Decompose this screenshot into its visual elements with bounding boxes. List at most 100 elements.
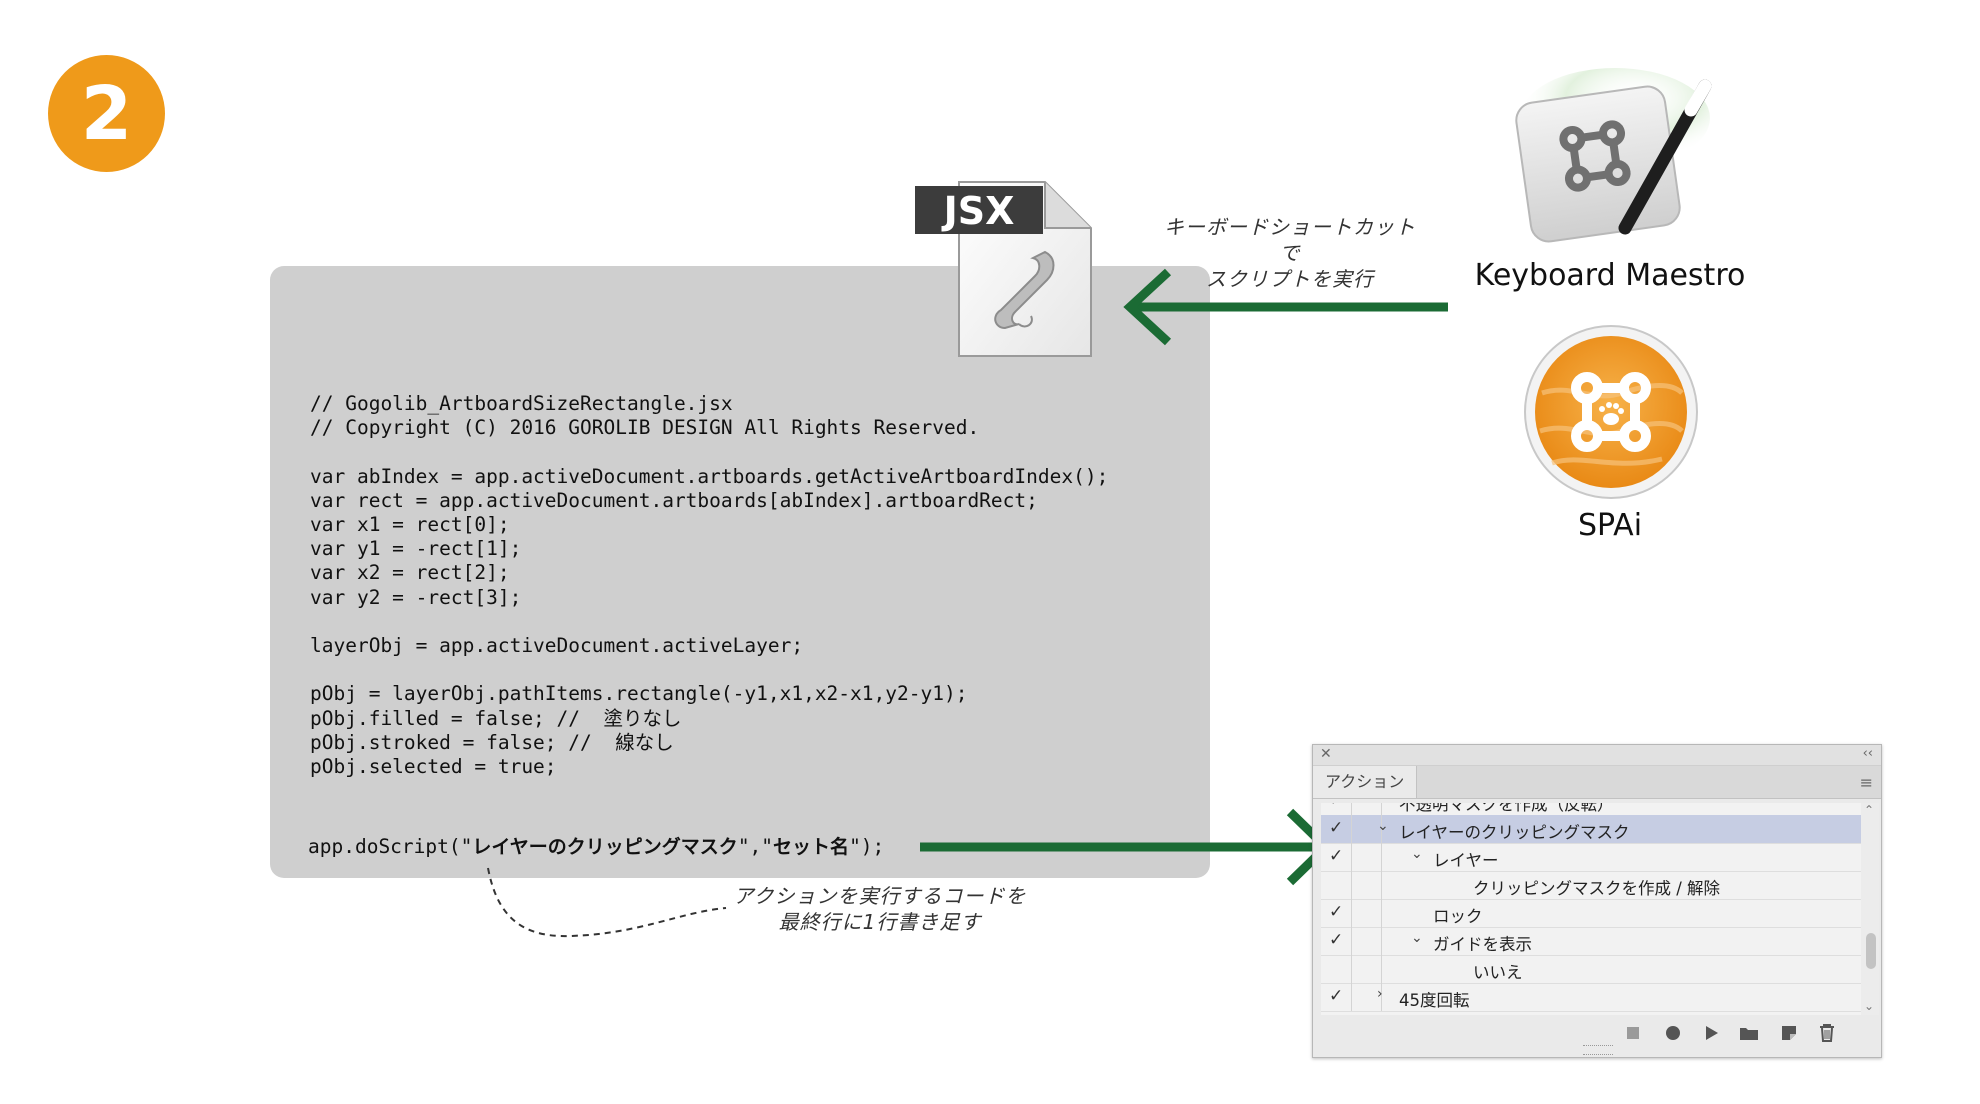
doscript-suffix: "); xyxy=(849,835,885,858)
column-divider xyxy=(1381,871,1382,899)
note-keyboard-shortcut: キーボードショートカットで スクリプトを実行 xyxy=(1160,214,1420,292)
column-divider xyxy=(1381,843,1382,871)
actions-scrollbar[interactable]: ⌃ ⌄ xyxy=(1861,803,1879,1015)
chevron-right-icon[interactable]: › xyxy=(1377,986,1383,1002)
stop-icon[interactable] xyxy=(1623,1023,1643,1043)
chevron-down-icon[interactable]: ⌄ xyxy=(1411,846,1423,862)
play-icon[interactable] xyxy=(1701,1023,1721,1043)
code-line xyxy=(310,610,1108,634)
scroll-up-icon[interactable]: ⌃ xyxy=(1864,803,1875,817)
spai-label: SPAi xyxy=(1577,508,1643,543)
command-magic-wand-icon xyxy=(1515,68,1712,243)
toggle-check-icon[interactable]: ✓ xyxy=(1329,986,1344,1006)
code-line: // Copyright (C) 2016 GOROLIB DESIGN All… xyxy=(310,416,980,440)
action-row-label: 45度回転 xyxy=(1399,991,1470,1010)
keyboard-maestro-label: Keyboard Maestro xyxy=(1474,258,1746,293)
note-keyboard-line-1: キーボードショートカットで xyxy=(1164,215,1416,265)
dashed-callout-line xyxy=(487,867,727,938)
column-divider xyxy=(1351,955,1352,983)
code-line: pObj = layerObj.pathItems.rectangle(-y1,… xyxy=(310,682,968,706)
note-action-line-1: アクションを実行するコードを xyxy=(733,884,1027,908)
code-line: layerObj = app.activeDocument.activeLaye… xyxy=(310,634,804,658)
code-line: var x2 = rect[2]; xyxy=(310,561,510,585)
code-line: var y1 = -rect[1]; xyxy=(310,537,522,561)
note-action-line-2: 最終行に1行書き足す xyxy=(778,910,982,934)
toggle-check-icon[interactable]: ✓ xyxy=(1329,930,1344,950)
action-row[interactable]: ✓ ⌄ レイヤー xyxy=(1321,843,1861,872)
action-row[interactable]: ✓ › 45度回転 xyxy=(1321,983,1861,1012)
column-divider xyxy=(1351,815,1352,843)
new-action-icon[interactable] xyxy=(1779,1023,1799,1043)
jsx-icon-label: JSX xyxy=(941,189,1015,233)
actions-list: ✓ › 不透明マスクを作成（反転） ✓ ⌄ レイヤーのクリッピングマスク ✓ ⌄ レイヤークリッ… xyxy=(1321,803,1861,1015)
column-divider xyxy=(1351,843,1352,871)
column-divider xyxy=(1351,803,1352,815)
record-icon[interactable] xyxy=(1663,1023,1683,1043)
action-row[interactable]: クリッピングマスクを作成 / 解除 xyxy=(1321,871,1861,900)
new-set-folder-icon[interactable] xyxy=(1739,1023,1759,1043)
doscript-separator: "," xyxy=(737,835,774,858)
code-line: // Gogolib_ArtboardSizeRectangle.jsx xyxy=(310,392,733,415)
step-number-badge: 2 xyxy=(48,55,165,172)
code-line xyxy=(310,658,1108,682)
column-divider xyxy=(1381,899,1382,927)
action-row-label: レイヤー xyxy=(1433,851,1499,870)
action-row[interactable]: ✓ ⌄ ガイドを表示 xyxy=(1321,927,1861,956)
toggle-check-icon[interactable]: ✓ xyxy=(1329,818,1344,838)
panel-title-bar: ✕ ‹‹ xyxy=(1313,745,1881,766)
code-line: pObj.filled = false; // 塗りなし xyxy=(310,706,682,730)
note-add-action-line: アクションを実行するコードを 最終行に1行書き足す xyxy=(730,883,1030,935)
action-row-label: ロック xyxy=(1433,907,1483,926)
column-divider xyxy=(1381,983,1382,1011)
note-keyboard-line-2: スクリプトを実行 xyxy=(1206,267,1374,291)
column-divider xyxy=(1381,815,1382,843)
doscript-prefix: app.doScript(" xyxy=(308,835,473,858)
code-line: pObj.stroked = false; // 線なし xyxy=(310,730,674,754)
action-row[interactable]: ✓ ロック xyxy=(1321,899,1861,928)
column-divider xyxy=(1351,927,1352,955)
column-divider xyxy=(1381,955,1382,983)
chevron-down-icon[interactable]: ⌄ xyxy=(1411,930,1423,946)
resize-grip[interactable] xyxy=(1583,1045,1613,1055)
column-divider xyxy=(1351,983,1352,1011)
command-paw-icon xyxy=(1524,325,1698,499)
doscript-code-line: app.doScript("レイヤーのクリッピングマスク","セット名"); xyxy=(308,832,884,859)
tab-actions[interactable]: アクション xyxy=(1313,766,1418,798)
action-row[interactable]: ✓ ⌄ レイヤーのクリッピングマスク xyxy=(1321,815,1861,844)
column-divider xyxy=(1351,899,1352,927)
jsx-file-icon: JSX xyxy=(915,181,1092,357)
close-icon[interactable]: ✕ xyxy=(1320,746,1332,762)
scroll-down-icon[interactable]: ⌄ xyxy=(1864,999,1875,1013)
column-divider xyxy=(1381,927,1382,955)
panel-menu-icon[interactable]: ≡ xyxy=(1859,773,1873,792)
column-divider xyxy=(1381,803,1382,815)
action-row[interactable]: いいえ xyxy=(1321,955,1861,984)
action-row-label: いいえ xyxy=(1473,963,1523,982)
toggle-check-icon[interactable]: ✓ xyxy=(1329,846,1344,866)
action-row-label: 不透明マスクを作成（反転） xyxy=(1399,803,1614,814)
scroll-thumb[interactable] xyxy=(1866,933,1876,969)
code-line: var x1 = rect[0]; xyxy=(310,513,510,537)
code-panel xyxy=(270,266,1210,878)
chevron-right-icon[interactable]: › xyxy=(1377,803,1383,806)
actions-panel: ✕ ‹‹ アクション ≡ ✓ › 不透明マスクを作成（反転） ✓ ⌄ レイヤーのクリッピン… xyxy=(1312,744,1882,1058)
panel-tab-bar: アクション ≡ xyxy=(1313,766,1881,799)
trash-icon[interactable] xyxy=(1817,1023,1837,1043)
doscript-action-name: レイヤーのクリッピングマスク xyxy=(472,836,738,858)
toggle-check-icon[interactable]: ✓ xyxy=(1329,902,1344,922)
script-code: // Gogolib_ArtboardSizeRectangle.jsx// C… xyxy=(310,392,1108,779)
action-row-label: クリッピングマスクを作成 / 解除 xyxy=(1473,879,1721,898)
collapse-panel-icon[interactable]: ‹‹ xyxy=(1862,746,1873,761)
chevron-down-icon[interactable]: ⌄ xyxy=(1377,818,1389,834)
code-line: var y2 = -rect[3]; xyxy=(310,585,522,609)
code-line: var abIndex = app.activeDocument.artboar… xyxy=(310,464,1109,488)
toggle-check-icon[interactable]: ✓ xyxy=(1329,803,1349,810)
code-line xyxy=(310,440,1108,464)
doscript-set-name: セット名 xyxy=(773,836,850,858)
code-line: pObj.selected = true; xyxy=(310,755,557,779)
code-line: var rect = app.activeDocument.artboards[… xyxy=(310,488,1038,512)
column-divider xyxy=(1351,871,1352,899)
action-row-label: ガイドを表示 xyxy=(1433,935,1532,954)
actions-toolbar xyxy=(1313,1017,1881,1047)
action-row-label: レイヤーのクリッピングマスク xyxy=(1399,823,1630,842)
